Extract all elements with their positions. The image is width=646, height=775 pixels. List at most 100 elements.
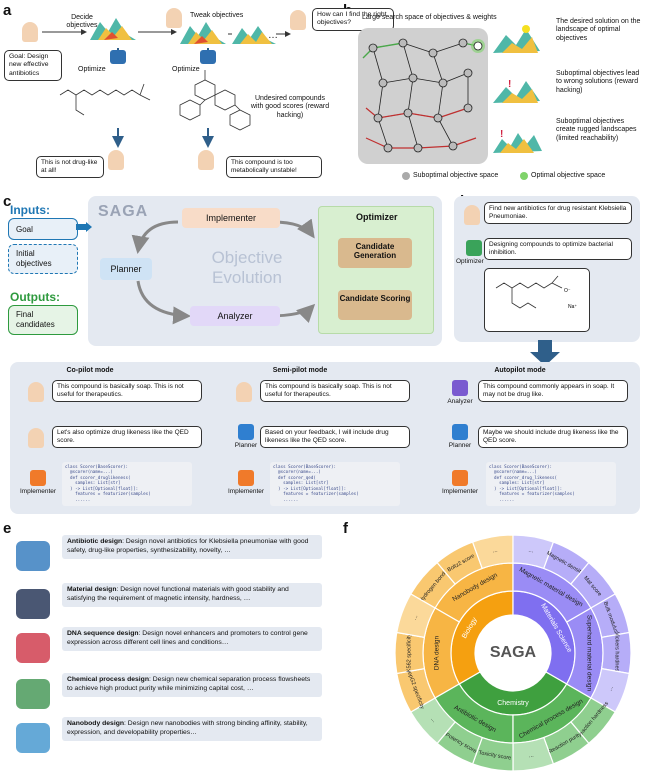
copilot-bubble-1: This compound is basically soap. This is… [52,380,202,403]
sunburst-outer-segment [396,593,436,639]
sunburst-outer-label: … [528,548,534,555]
not-druglike-bubble: This is not drug-like at all! [36,156,104,179]
optimize-label: Optimize [78,66,106,73]
question-bubble: How can I find the right objectives? [312,8,394,31]
scientist-avatar [28,428,44,448]
sunburst-center-label: SAGA [490,644,537,661]
optimize-label: Optimize [172,66,200,73]
implementer-role-label: Implementer [441,488,479,495]
decide-objectives-label: Decide objectives [66,14,98,30]
scientist-avatar [236,382,252,402]
application-title: Nanobody design [67,720,125,727]
goal-input-label: Goal [16,225,33,234]
outputs-heading: Outputs: [10,290,60,304]
scientist-avatar [22,22,38,42]
final-candidates-label: Final candidates [16,310,55,329]
application-icon [16,679,50,709]
code-snippet: class Scorer(BaseScorer): @scorer(name=.… [486,462,616,506]
panel-label-f: f [343,520,348,537]
candidate-generation-label: Candidate Generation [353,242,397,260]
reward-hacking-label: Suboptimal objectives lead to wrong solu… [556,70,640,94]
undesired-compounds-label: Undesired compounds with good scores (re… [250,95,330,119]
candidate-generation-box: Candidate Generation [338,238,412,268]
objective-label: Objective [211,248,283,267]
implementer-role-label: Implementer [227,488,265,495]
planner-robot-icon [238,424,254,440]
scientist-avatar [464,205,480,225]
semipilot-bubble-2: Based on your feedback, I will include d… [260,426,410,449]
panel-label-c: c [3,193,12,210]
copilot-bubble-2: Let's also optimize drug likeness like t… [52,426,202,449]
copilot-mode-title: Co-pilot mode [66,367,114,374]
optimizer-role-label: Optimizer [456,258,484,265]
molecule-box [484,268,590,332]
final-candidates-box [8,305,78,335]
desired-solution-label: The desired solution on the landscape of… [556,18,641,42]
svg-text:O⁻: O⁻ [564,288,571,294]
svg-text:Na⁺: Na⁺ [568,304,577,310]
legend-optimal: Optimal objective space [531,172,606,179]
candidate-scoring-box: Candidate Scoring [338,290,412,320]
scientist-avatar [28,382,44,402]
implementer-label: Implementer [205,213,257,223]
goal-box: Goal: Design new effective antibiotics [4,50,62,82]
implementer-robot-icon [452,470,468,486]
sunburst-outer-label: … [607,685,615,692]
analyzer-role-label: Analyzer [447,398,473,405]
application-icon [16,633,50,663]
scientist-avatar [166,8,182,28]
goal-bubble: Find new antibiotics for drug resistant … [484,202,632,225]
scientist-avatar [290,10,306,30]
sunburst-outer-label: … [492,548,498,555]
application-icon [16,541,50,571]
panel-a-graphics [42,18,291,148]
implementer-role-label: Implementer [19,488,57,495]
application-description: : Design novel antibiotics for Klebsiell… [67,538,309,554]
scientist-avatar [198,150,214,170]
semipilot-bubble-1: This compound is basically soap. This is… [260,380,410,403]
panel-label-e: e [3,520,12,537]
saga-logo: SAGA [98,203,149,220]
sunburst-center [476,616,550,690]
optimizer-label: Optimizer [356,212,398,222]
input-arrow [76,222,92,232]
analyzer-robot-icon [452,380,468,396]
application-item: DNA sequence design: Design novel enhanc… [62,627,322,651]
scientist-avatar [108,150,124,170]
search-space-graph [362,38,485,153]
landscapes-column: ! ! [493,25,542,153]
implementer-robot-icon [30,470,46,486]
code-snippet: class Scorer(BaseScorer): @scorer(name=.… [62,462,192,506]
inputs-heading: Inputs: [10,203,50,217]
planner-box: Planner [100,258,152,280]
application-title: Chemical process design [67,676,149,683]
application-item: Chemical process design: Design new chem… [62,673,322,697]
sunburst-middle-label: DNA design [434,635,441,670]
application-item: Nanobody design: Design new nanobodies w… [62,717,322,741]
application-item: Antibiotic design: Design novel antibiot… [62,535,322,559]
code-snippet: class Scorer(BaseScorer): @scorer(name=.… [270,462,400,506]
tweak-objectives-label: Tweak objectives [190,12,244,19]
implementer-box: Implementer [182,208,280,228]
sunburst-outer-label: Toxicity score [478,750,512,762]
application-icon [16,723,50,753]
planner-label: Planner [110,264,142,274]
application-title: Material design [67,586,117,593]
application-title: DNA sequence design [67,630,139,637]
planner-role-label: Planner [234,442,258,449]
sunburst-inner-label: Chemistry [497,700,529,707]
planner-robot-icon [452,424,468,440]
legend-suboptimal: Suboptimal objective space [413,172,499,179]
sunburst-outer-label: … [528,752,534,759]
application-item: Material design: Design novel functional… [62,583,322,607]
application-description: : Design novel enhancers and promoters t… [67,630,308,646]
analyzer-label: Analyzer [217,311,253,321]
sunburst-outer-label: … [429,716,437,724]
application-description: : Design new chemical separation process… [67,676,311,692]
sunburst-outer-label: K562 specificity [406,634,412,672]
svg-text:!: ! [508,79,511,90]
application-description: : Design new nanobodies with strong bind… [67,720,308,736]
analyzer-box: Analyzer [190,306,280,326]
optimizer-bubble: Designing compounds to optimize bacteria… [484,238,632,261]
